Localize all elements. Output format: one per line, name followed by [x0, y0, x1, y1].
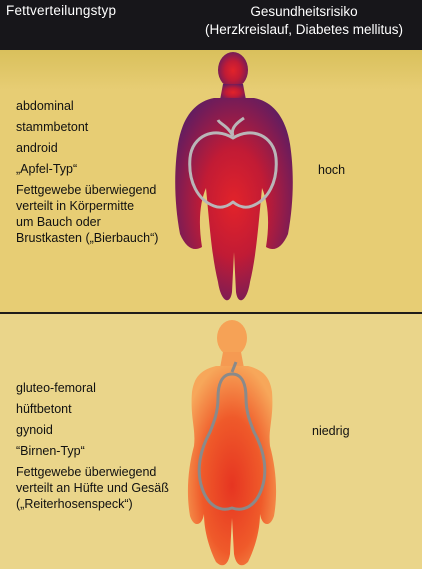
- pear-term-gluteo-femoral: gluteo-femoral: [16, 380, 169, 396]
- apple-description-text: Fettgewebe überwiegend verteilt in Körpe…: [16, 182, 158, 246]
- pear-body-figure: [156, 318, 306, 568]
- apple-description-line: Brustkasten („Bierbauch“): [16, 230, 158, 246]
- apple-description-line: verteilt in Körpermitte: [16, 198, 158, 214]
- header-bar: Fettverteilungstyp Gesundheitsrisiko (He…: [0, 0, 422, 50]
- pear-type-description: gluteo-femoral hüftbetont gynoid “Birnen…: [16, 380, 169, 512]
- pear-term-gynoid: gynoid: [16, 422, 169, 438]
- apple-term-abdominal: abdominal: [16, 98, 158, 114]
- apple-description-line: Fettgewebe überwiegend: [16, 182, 158, 198]
- apple-type-description: abdominal stammbetont android „Apfel-Typ…: [16, 98, 158, 246]
- pear-description-line: Fettgewebe überwiegend: [16, 464, 169, 480]
- pear-term-hueftbetont: hüftbetont: [16, 401, 169, 417]
- pear-risk-level: niedrig: [312, 424, 350, 438]
- pear-silhouette: [188, 320, 276, 565]
- pear-description-line: verteilt an Hüfte und Gesäß: [16, 480, 169, 496]
- column-title-fat-distribution-type: Fettverteilungstyp: [6, 3, 116, 18]
- apple-risk-level: hoch: [318, 163, 345, 177]
- apple-term-android: android: [16, 140, 158, 156]
- pear-type-name: “Birnen-Typ“: [16, 443, 169, 459]
- apple-description-line: um Bauch oder: [16, 214, 158, 230]
- apple-body-figure: [158, 52, 308, 308]
- apple-term-stammbetont: stammbetont: [16, 119, 158, 135]
- health-risk-title: Gesundheitsrisiko: [186, 3, 422, 21]
- health-risk-subtitle: (Herzkreislauf, Diabetes mellitus): [186, 21, 422, 39]
- apple-type-name: „Apfel-Typ“: [16, 161, 158, 177]
- column-title-health-risk: Gesundheitsrisiko (Herzkreislauf, Diabet…: [186, 3, 422, 39]
- pear-description-line: („Reiterhosenspeck“): [16, 496, 169, 512]
- pear-description-text: Fettgewebe überwiegend verteilt an Hüfte…: [16, 464, 169, 512]
